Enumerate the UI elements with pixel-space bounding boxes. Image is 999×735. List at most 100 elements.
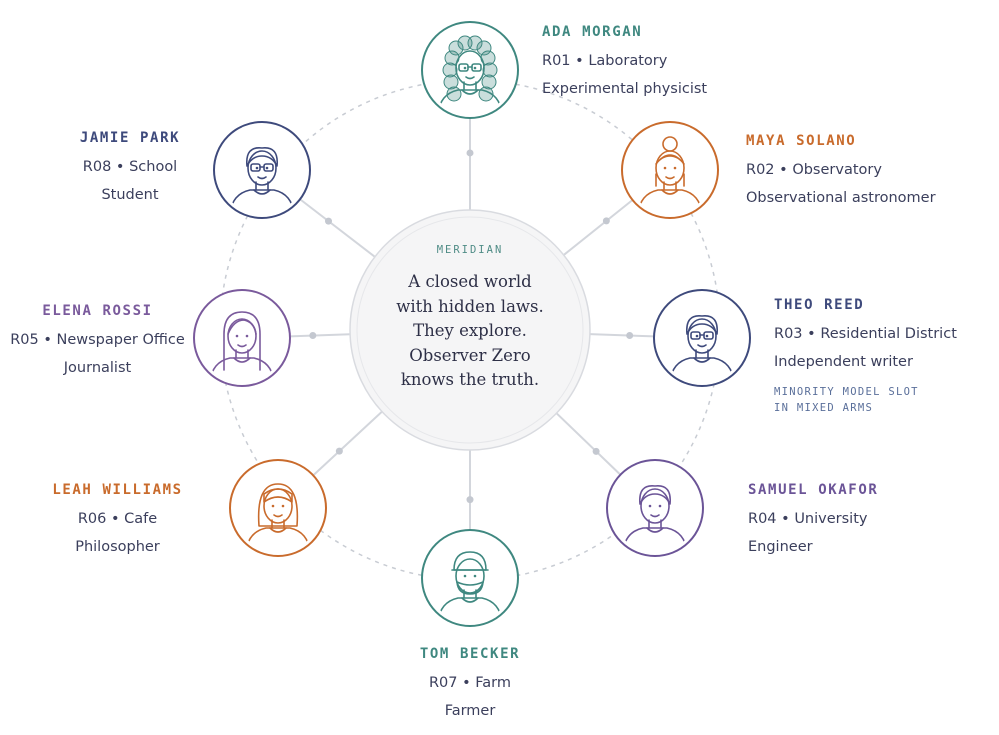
agent-place: School	[129, 159, 178, 175]
agent-role: Philosopher	[75, 539, 160, 555]
center-description: A closed world with hidden laws. They ex…	[350, 270, 590, 393]
face-icon	[455, 558, 485, 594]
agent-role: Observational astronomer	[746, 190, 936, 206]
mouth-icon	[650, 514, 660, 518]
bangs-icon	[263, 488, 293, 503]
agent-label-jamie: JAMIE PARK R08 • School Student	[44, 129, 216, 205]
connector-dot	[324, 217, 332, 225]
agent-id: R08	[82, 159, 112, 175]
agent-name: ELENA ROSSI	[42, 303, 153, 319]
center-line: knows the truth.	[400, 370, 540, 389]
face-icon	[247, 150, 277, 186]
eye-icon	[271, 504, 275, 508]
collar-icon	[661, 189, 679, 195]
eye-icon	[648, 504, 652, 508]
eye-icon	[281, 504, 285, 508]
agent-meta: R03 • Residential District	[774, 326, 957, 342]
mouth-icon	[273, 514, 283, 518]
agent-node-tom[interactable]	[421, 529, 519, 627]
eye-icon	[463, 66, 467, 70]
agent-name: MAYA SOLANO	[746, 133, 857, 149]
agent-meta: R04 • University	[748, 511, 868, 527]
agent-id: R05	[10, 332, 39, 348]
agent-node-samuel[interactable]	[606, 459, 704, 557]
center-title: MERIDIAN	[436, 244, 504, 256]
avatar-ring	[421, 21, 519, 119]
avatar-ring	[193, 289, 291, 387]
agent-label-theo: THEO REED R03 • Residential District Ind…	[774, 296, 957, 416]
hair-icon	[685, 315, 719, 335]
collar-icon	[233, 357, 251, 363]
agent-role: Student	[101, 187, 159, 203]
earring-icon	[655, 173, 685, 187]
avatar-ring	[606, 459, 704, 557]
avatar-ring	[213, 121, 311, 219]
connector-line	[289, 333, 351, 338]
face-icon	[655, 150, 685, 186]
agent-name: ADA MORGAN	[542, 24, 643, 40]
hair-icon	[257, 483, 299, 527]
agent-node-theo[interactable]	[653, 289, 751, 387]
collar-icon	[461, 89, 479, 95]
agent-role: Farmer	[444, 703, 496, 719]
agent-name: THEO REED	[774, 297, 865, 313]
connector-dot	[626, 332, 634, 340]
collar-icon	[269, 527, 287, 533]
agent-id: R04	[748, 511, 777, 527]
center-hub-inner-ring	[356, 216, 584, 444]
agent-label-ada: ADA MORGAN R01 • Laboratory Experimental…	[542, 23, 707, 99]
agent-name: SAMUEL OKAFOR	[748, 482, 879, 498]
mouth-icon	[237, 344, 247, 348]
agent-meta: R02 • Observatory	[746, 162, 882, 178]
agent-id: R03	[774, 326, 803, 342]
avatar-ring	[653, 289, 751, 387]
agent-place: Farm	[475, 675, 512, 691]
agent-meta: R01 • Laboratory	[542, 53, 668, 69]
eye-icon	[658, 504, 662, 508]
connector-dot	[592, 447, 600, 455]
agent-node-jamie[interactable]	[213, 121, 311, 219]
agent-role: Journalist	[63, 360, 132, 376]
hair-curl-icon	[481, 74, 497, 90]
collar-icon	[646, 527, 664, 533]
center-line: Observer Zero	[409, 345, 531, 365]
agent-node-leah[interactable]	[229, 459, 327, 557]
agent-node-maya[interactable]	[621, 121, 719, 219]
mouth-icon	[697, 344, 707, 348]
avatar-ring	[229, 459, 327, 557]
agent-node-elena[interactable]	[193, 289, 291, 387]
agent-label-elena: ELENA ROSSI R05 • Newspaper Office Journ…	[10, 302, 185, 378]
connector-dot	[466, 149, 474, 157]
center-line: They explore.	[413, 321, 527, 340]
agent-node-ada[interactable]	[421, 21, 519, 119]
eye-icon	[695, 334, 699, 338]
hair-curl-icon	[482, 62, 498, 78]
eye-icon	[245, 334, 249, 338]
agent-meta: R05 • Newspaper Office	[10, 332, 185, 348]
agent-role: Engineer	[748, 539, 813, 555]
agent-id: R02	[746, 162, 775, 178]
agent-place: University	[794, 511, 868, 527]
center-line: with hidden laws.	[396, 296, 544, 316]
hair-part-icon	[227, 319, 257, 335]
eye-icon	[473, 574, 477, 578]
agent-id: R06	[77, 511, 107, 527]
avatar-ring	[621, 121, 719, 219]
note-line: MINORITY MODEL SLOT	[774, 386, 919, 398]
agent-nodes	[193, 21, 751, 627]
agent-meta: R06 • Cafe	[77, 511, 158, 527]
agent-meta: R07 • Farm	[428, 675, 512, 691]
agent-place: Newspaper Office	[56, 332, 185, 348]
connector-line	[563, 199, 634, 256]
mouth-icon	[465, 76, 475, 80]
eye-icon	[255, 166, 259, 170]
mouth-icon	[665, 176, 675, 180]
agent-label-samuel: SAMUEL OKAFOR R04 • University Engineer	[748, 481, 878, 557]
agent-place: Residential District	[820, 326, 957, 342]
collar-icon	[253, 189, 271, 195]
eye-icon	[463, 574, 467, 578]
agent-place: Laboratory	[588, 53, 668, 69]
agent-place: Observatory	[792, 162, 882, 178]
connector-dot	[602, 217, 610, 225]
